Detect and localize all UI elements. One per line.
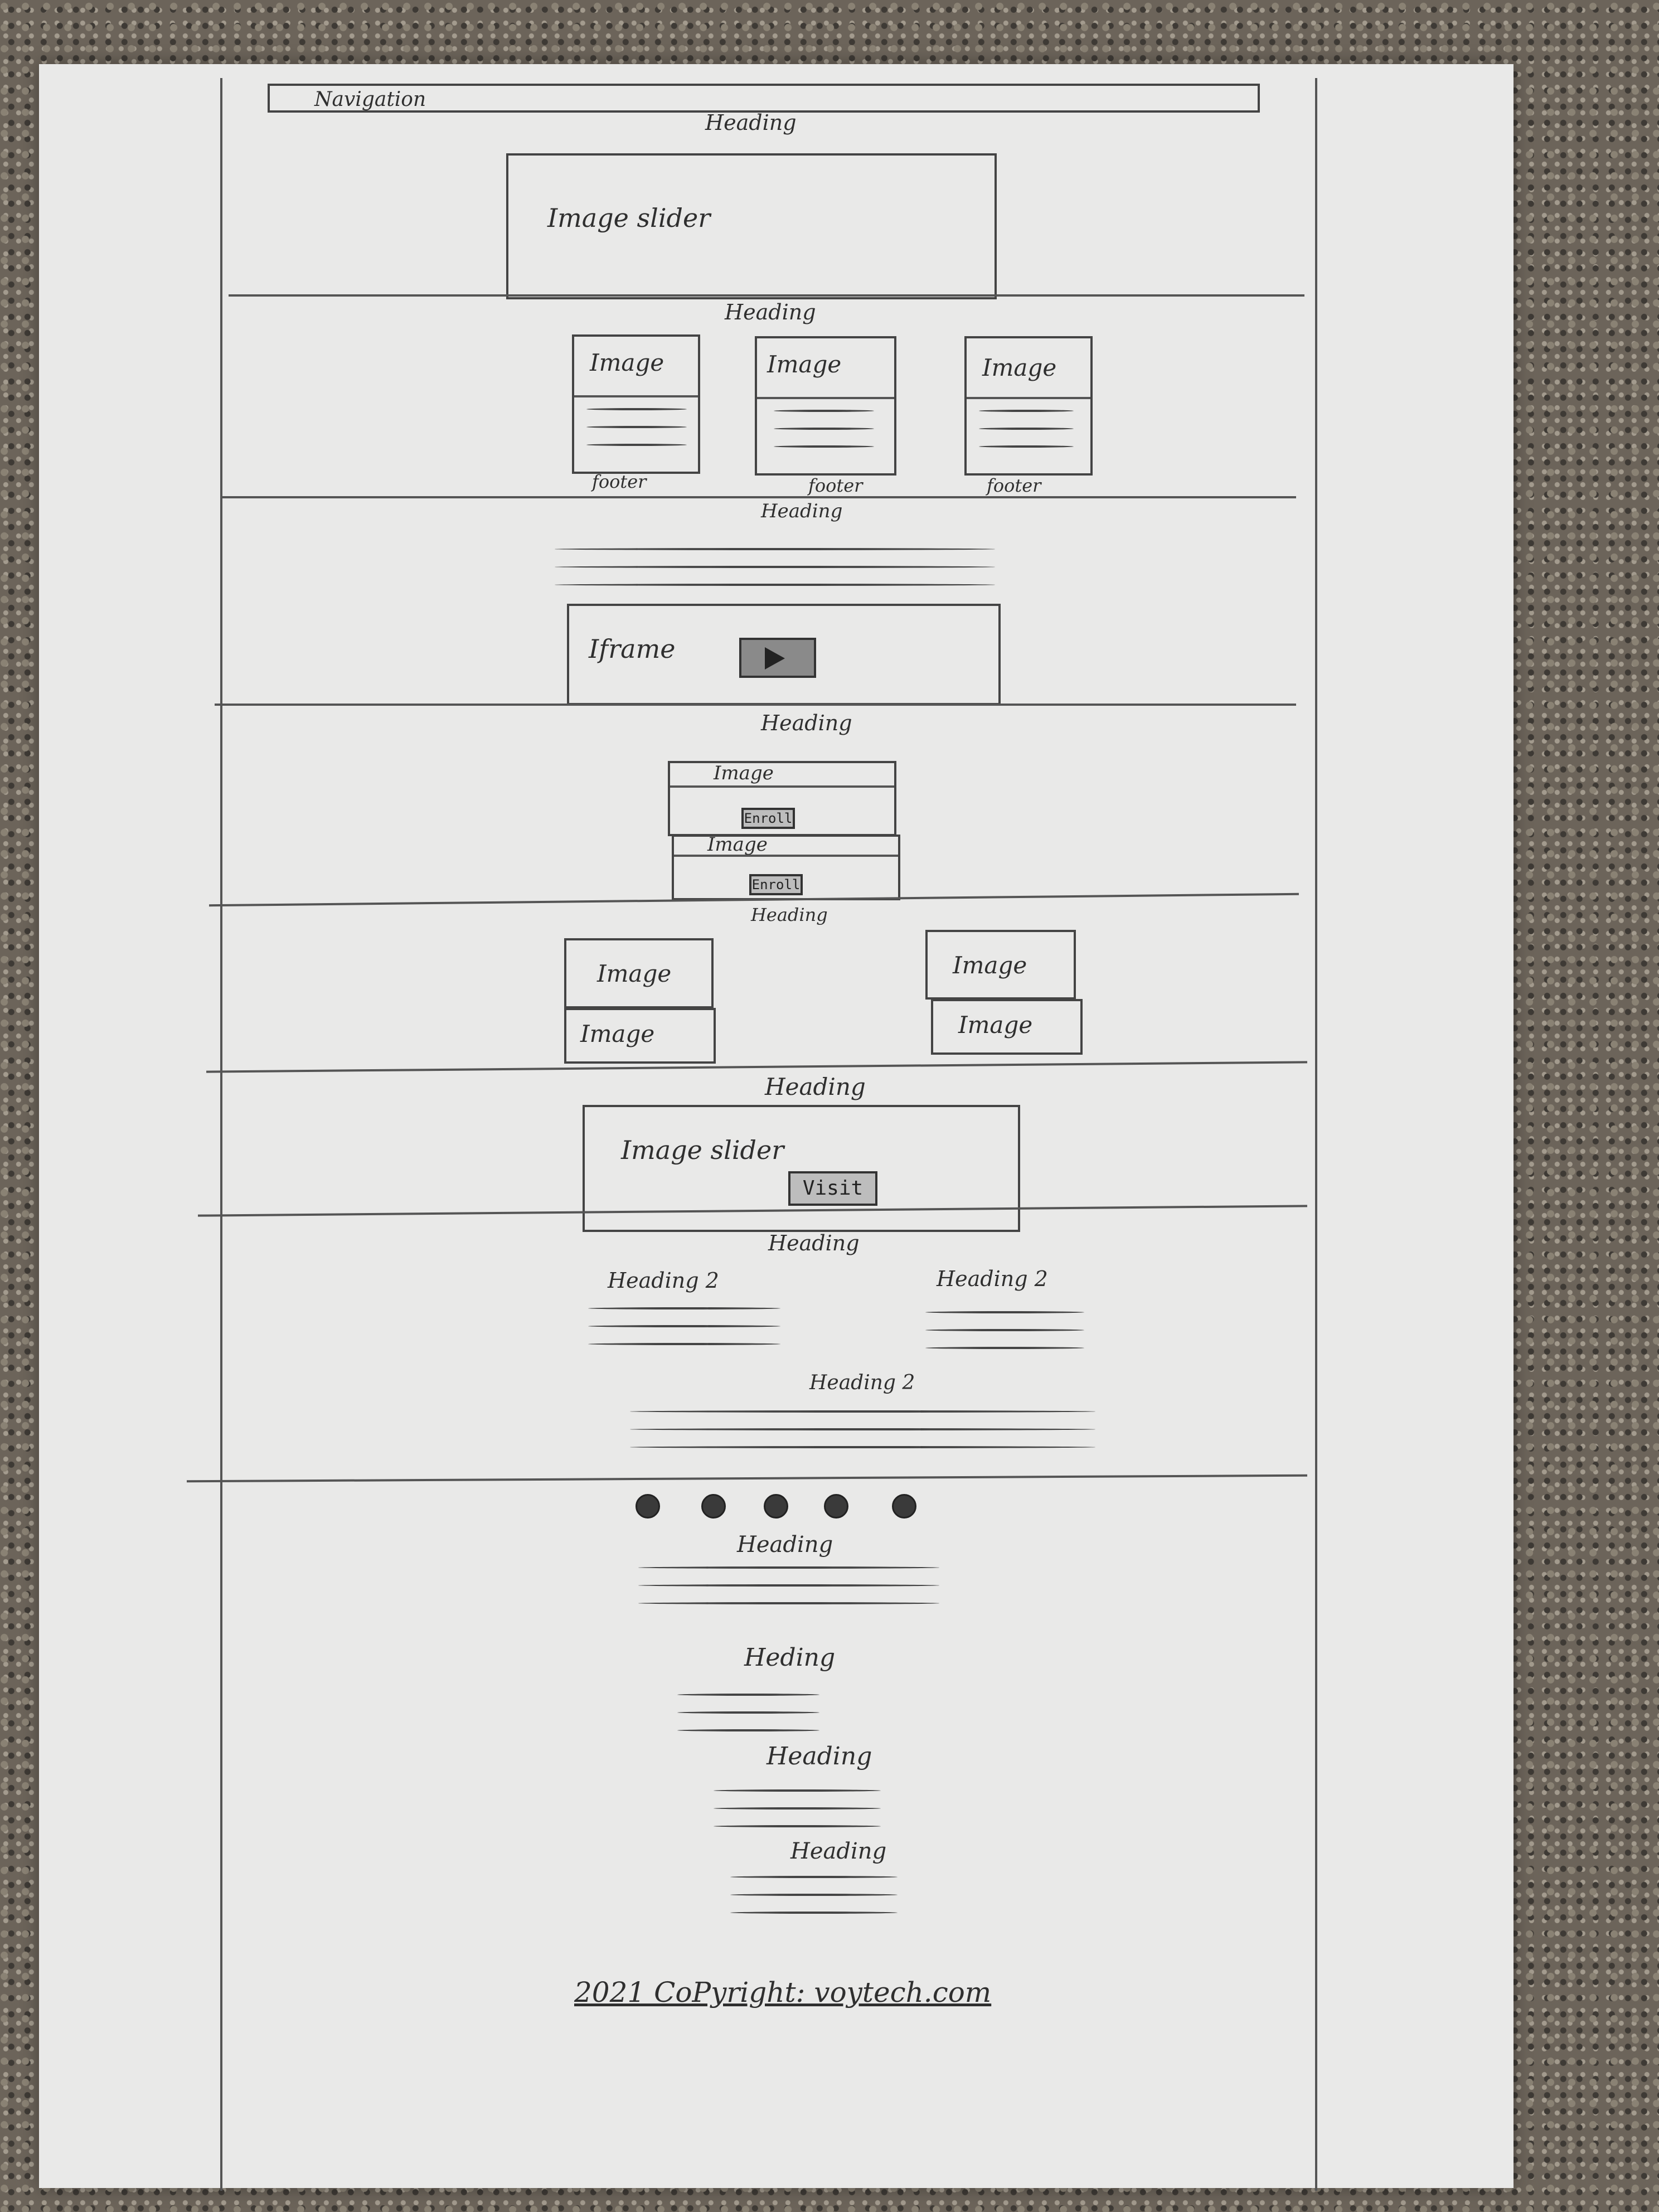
image-tile[interactable]: Image xyxy=(931,999,1083,1055)
play-icon xyxy=(765,647,785,670)
carousel-dots xyxy=(636,1494,925,1522)
subheading: Heading 2 xyxy=(608,1268,719,1293)
card-text-lines xyxy=(586,408,687,462)
section3-text-lines xyxy=(555,548,995,601)
page-frame xyxy=(220,78,1317,2191)
card-2[interactable]: Image xyxy=(755,336,896,476)
image-slider-label: Image slider xyxy=(547,203,711,233)
footer-column-heading: Heding xyxy=(744,1643,836,1672)
course-image-label: Image xyxy=(714,762,774,784)
course-divider xyxy=(674,855,898,857)
card-3[interactable]: Image xyxy=(964,336,1093,476)
footer-column-text-lines xyxy=(638,1566,939,1620)
card-text-lines xyxy=(979,410,1074,463)
enroll-button[interactable]: Enroll xyxy=(741,808,795,829)
card-image-label: Image xyxy=(767,351,842,378)
image-slider-bottom[interactable]: Image slider Visit xyxy=(583,1105,1020,1232)
footer-column-heading: Heading xyxy=(767,1742,872,1770)
section1-heading: Heading xyxy=(705,110,797,135)
enroll-button[interactable]: Enroll xyxy=(749,874,803,895)
carousel-dot[interactable] xyxy=(701,1494,726,1519)
paper-sheet xyxy=(39,64,1514,2188)
card-image-label: Image xyxy=(590,349,664,376)
footer-column-text-lines xyxy=(730,1876,898,1929)
section3-heading: Heading xyxy=(761,500,843,522)
copyright-text: 2021 CoPyright: voytech.com xyxy=(574,1976,992,2009)
image-tile-label: Image xyxy=(597,960,672,987)
card-footer: footer xyxy=(808,475,863,496)
section6-heading: Heading xyxy=(765,1073,866,1100)
course-divider xyxy=(670,785,894,788)
carousel-dot[interactable] xyxy=(824,1494,848,1519)
card-divider xyxy=(574,395,698,397)
footer-column-text-lines xyxy=(714,1789,881,1843)
image-slider-top[interactable]: Image slider xyxy=(506,153,997,299)
image-tile-label: Image xyxy=(580,1020,655,1047)
section-divider xyxy=(215,704,1296,706)
section2-heading: Heading xyxy=(725,300,816,324)
visit-button[interactable]: Visit xyxy=(788,1171,877,1206)
navigation-label: Navigation xyxy=(314,88,426,111)
card-divider xyxy=(967,397,1090,399)
footer-column-heading: Heading xyxy=(737,1532,833,1558)
carousel-dot[interactable] xyxy=(892,1494,916,1519)
footer-column-text-lines xyxy=(677,1694,819,1747)
image-tile[interactable]: Image xyxy=(564,938,714,1008)
image-tile-label: Image xyxy=(958,1011,1033,1039)
card-1[interactable]: Image xyxy=(572,334,700,474)
card-footer: footer xyxy=(987,475,1041,496)
footer-column-heading: Heading xyxy=(790,1839,887,1864)
subheading-text-lines xyxy=(630,1410,1095,1464)
iframe-embed[interactable]: Iframe xyxy=(567,604,1001,705)
card-footer: footer xyxy=(592,471,647,492)
card-image-label: Image xyxy=(982,354,1057,381)
section7-heading: Heading xyxy=(768,1231,860,1255)
carousel-dot[interactable] xyxy=(764,1494,788,1519)
carousel-dot[interactable] xyxy=(636,1494,660,1519)
subheading: Heading 2 xyxy=(809,1371,915,1394)
subheading: Heading 2 xyxy=(937,1267,1048,1291)
course-image-label: Image xyxy=(707,833,768,856)
navigation-bar[interactable]: Navigation xyxy=(268,84,1260,113)
subheading-text-lines xyxy=(925,1311,1084,1365)
section-divider xyxy=(220,496,1296,498)
subheading-text-lines xyxy=(588,1307,780,1361)
card-text-lines xyxy=(774,410,874,463)
card-divider xyxy=(757,397,894,399)
image-tile[interactable]: Image xyxy=(564,1008,716,1064)
section4-heading: Heading xyxy=(761,711,852,735)
section-divider xyxy=(229,294,1304,297)
course-item-1[interactable]: Image Enroll xyxy=(668,761,896,836)
image-tile-label: Image xyxy=(953,952,1027,979)
image-slider-label: Image slider xyxy=(621,1135,784,1165)
iframe-label: Iframe xyxy=(589,634,676,664)
course-item-2[interactable]: Image Enroll xyxy=(672,833,900,900)
play-button[interactable] xyxy=(739,638,816,678)
section5-heading: Heading xyxy=(751,904,828,925)
image-tile[interactable]: Image xyxy=(925,930,1076,1000)
